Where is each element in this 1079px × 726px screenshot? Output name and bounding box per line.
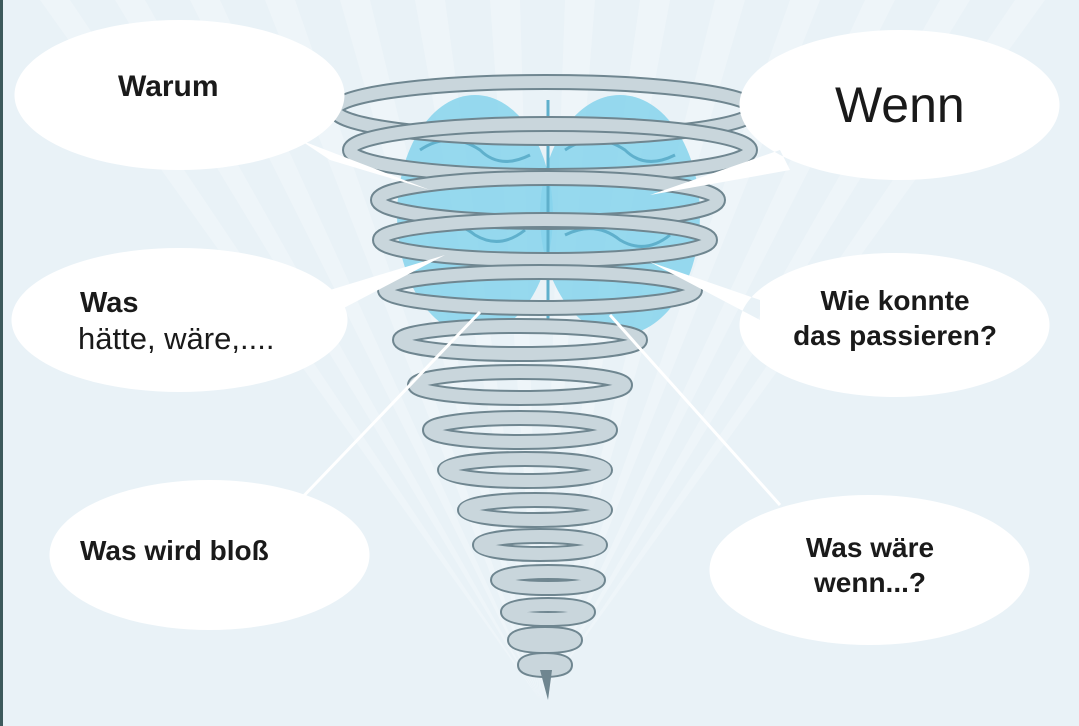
spiral-band — [502, 599, 594, 625]
spiral-band — [474, 530, 606, 560]
bubble-text-haette-waere: hätte, wäre,.... — [78, 321, 275, 356]
bubble-text-wenn: Wenn — [835, 77, 965, 133]
speech-bubbles — [11, 20, 1060, 645]
ware-line2: wenn...? — [814, 567, 926, 598]
spiral-band — [519, 654, 571, 676]
bubble-text-warum: Warum — [118, 70, 219, 103]
spiral-band — [394, 320, 646, 360]
spiral-tip — [540, 670, 552, 700]
bubble-wie — [650, 253, 1050, 397]
spiral-band — [374, 214, 716, 266]
wie-line2: das passieren? — [793, 320, 997, 351]
ware-line1: Was wäre — [805, 532, 935, 563]
bubble-ware — [709, 495, 1030, 645]
bubble-warum — [14, 20, 430, 190]
spiral-band — [424, 412, 616, 448]
spiral-band — [409, 366, 631, 404]
background-ray — [190, 0, 540, 700]
bubble-was — [11, 248, 445, 392]
bubble-bloss — [49, 480, 370, 630]
bubble-text-was: Was — [80, 287, 139, 319]
spiral-band — [459, 494, 611, 526]
spiral-tornado — [327, 74, 763, 700]
bubble-text-was-waere-wenn: Was wäre wenn...? — [745, 530, 995, 600]
spiral-band — [509, 628, 581, 652]
bubble-text-was-wird-bloss: Was wird bloß — [80, 535, 269, 566]
bubble-text-wie-konnte: Wie konnte das passieren? — [770, 283, 1020, 353]
left-border — [0, 0, 3, 726]
wie-line1: Wie konnte — [820, 285, 970, 316]
spiral-band — [492, 566, 604, 594]
spiral-band — [379, 266, 701, 314]
bubble-wenn — [650, 30, 1060, 195]
spiral-band — [439, 453, 611, 487]
background-ray — [540, 0, 895, 700]
